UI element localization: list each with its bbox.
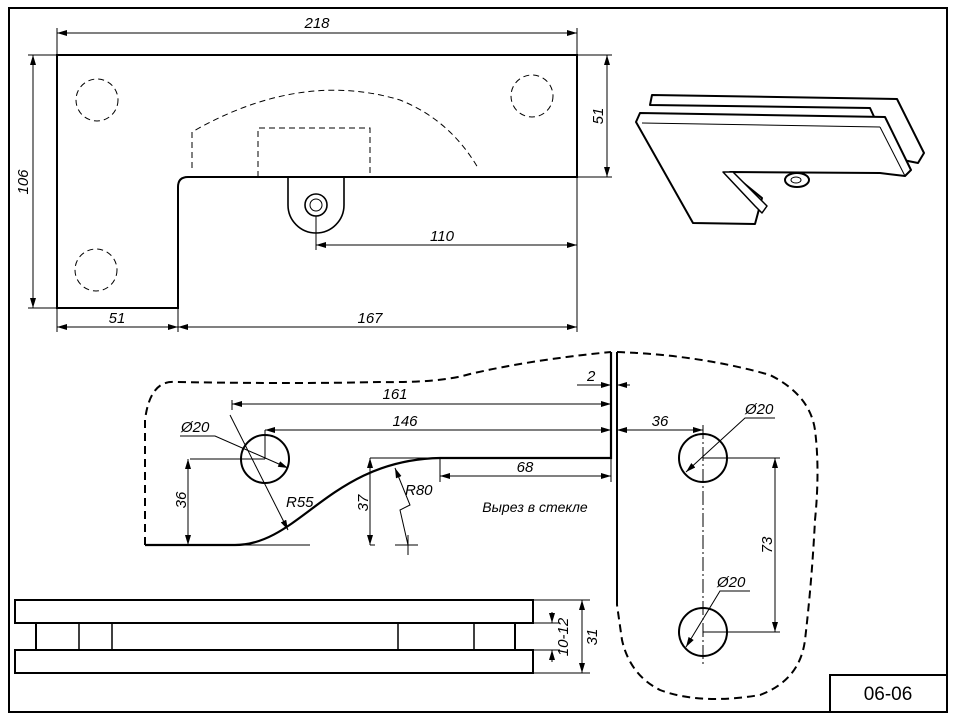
hidden-hole xyxy=(510,74,554,118)
dim-r55: R55 xyxy=(286,494,314,511)
dim-68: 68 xyxy=(517,459,534,476)
hidden-hole xyxy=(75,78,119,122)
title-block: 06-06 xyxy=(829,674,948,713)
dim-146: 146 xyxy=(392,413,418,430)
dim-218: 218 xyxy=(303,15,330,32)
drawing-frame xyxy=(8,7,948,713)
lug-hole xyxy=(304,193,328,217)
dim-31: 31 xyxy=(584,629,601,646)
dim-110: 110 xyxy=(430,228,455,245)
dim-36-right: 36 xyxy=(652,413,669,430)
cutout-caption: Вырез в стекле xyxy=(482,499,588,515)
hidden-hole xyxy=(74,248,118,292)
dim-37: 37 xyxy=(355,494,372,511)
dim-73: 73 xyxy=(759,536,776,553)
dim-51-right: 51 xyxy=(590,108,607,125)
dim-51-bottom: 51 xyxy=(109,310,126,327)
hole-pattern-view: 36 73 Ø20 Ø20 xyxy=(616,351,819,700)
dim-10-12: 10-12 xyxy=(555,617,572,656)
dim-2: 2 xyxy=(586,368,596,385)
dim-36-left: 36 xyxy=(173,491,190,508)
side-view: 10-12 31 xyxy=(14,599,601,674)
dim-r80: R80 xyxy=(405,482,433,499)
dim-161: 161 xyxy=(382,386,407,403)
glass-cutout-view: 161 146 68 36 37 R55 R80 Ø20 2 Вырез в с… xyxy=(144,351,630,605)
dim-167: 167 xyxy=(357,310,383,327)
drawing-code: 06-06 xyxy=(864,684,913,705)
dim-106: 106 xyxy=(15,169,32,195)
dim-dia20-left: Ø20 xyxy=(180,419,210,436)
top-view: 218 106 51 110 51 167 xyxy=(15,15,612,332)
dim-dia20-bottom: Ø20 xyxy=(716,574,746,591)
dim-dia20-top: Ø20 xyxy=(744,401,774,418)
isometric-view xyxy=(635,94,925,225)
